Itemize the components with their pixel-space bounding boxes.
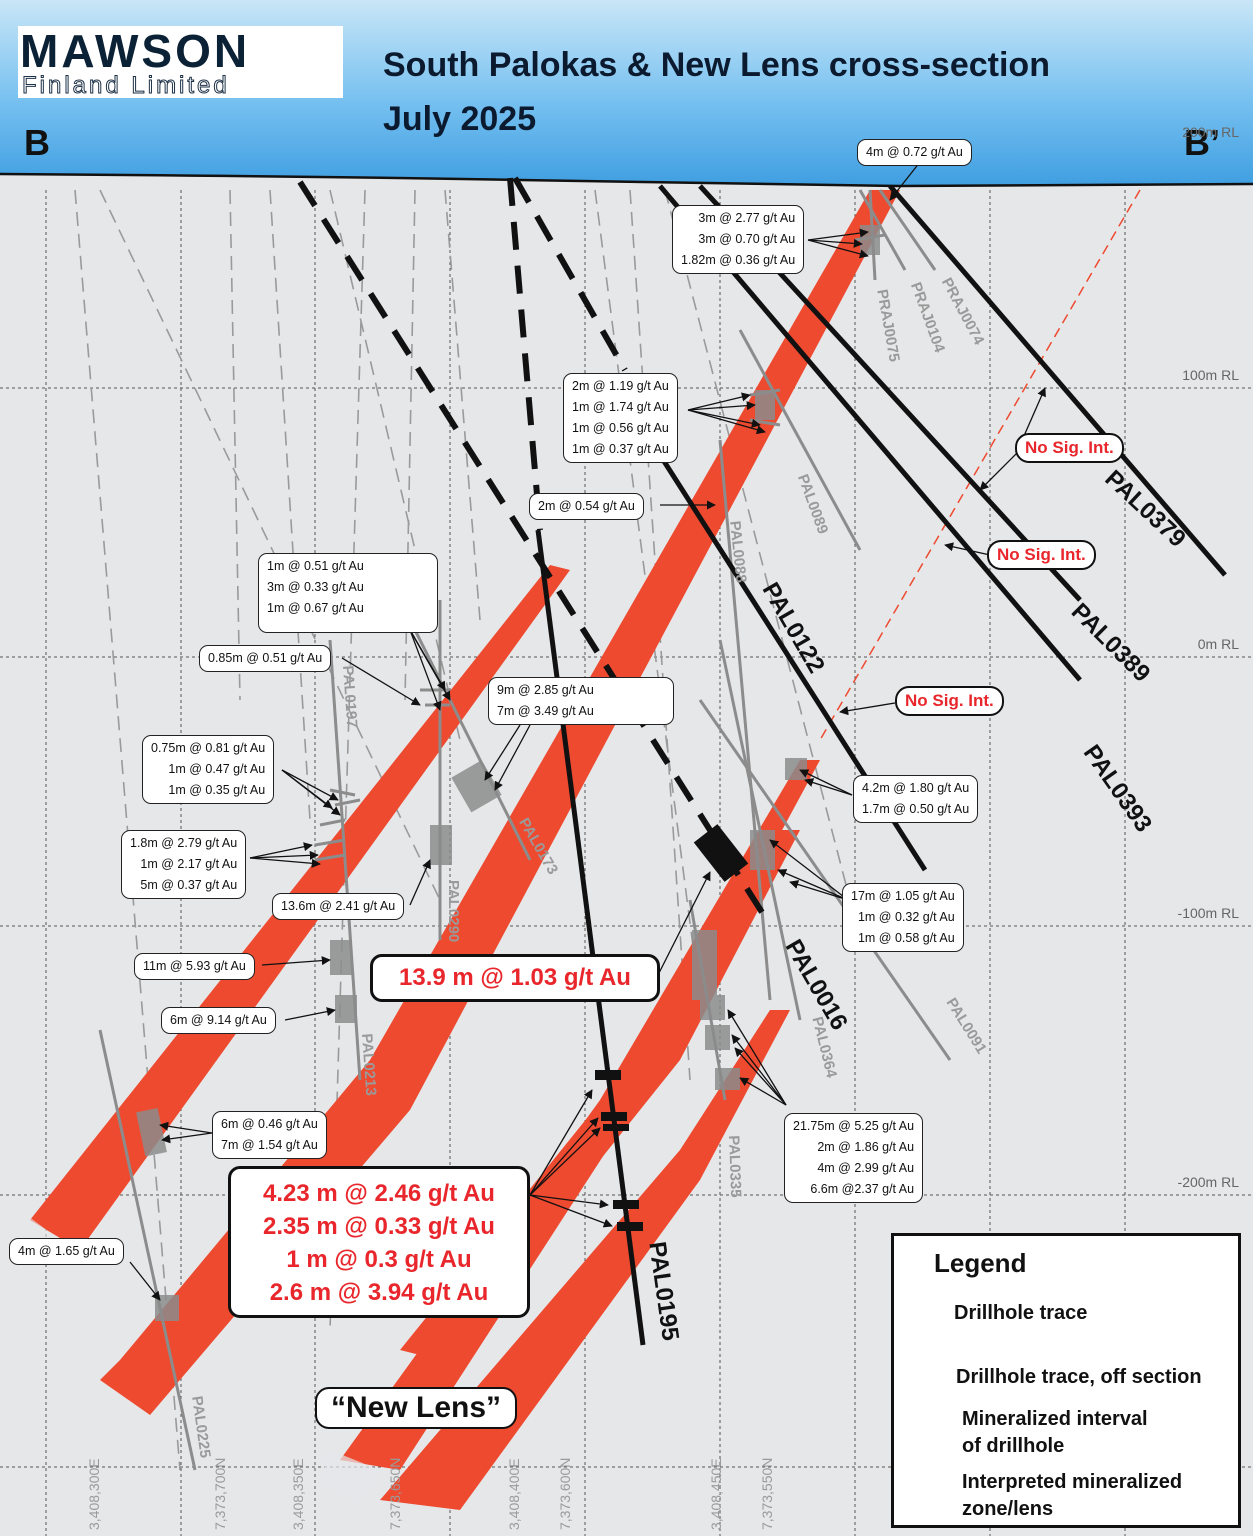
no-sig-int-label: No Sig. Int. bbox=[1015, 433, 1124, 463]
hole-label-pal0290: PAL0290 bbox=[445, 880, 462, 943]
grey-intervals bbox=[136, 225, 880, 1321]
logo-main: MAWSON bbox=[20, 25, 251, 77]
coord-label: 7,373,650N bbox=[387, 1457, 403, 1530]
rl-label-minus100: -100m RL bbox=[1177, 905, 1239, 921]
legend: Legend Drillhole trace Drillhole trace, … bbox=[891, 1233, 1241, 1528]
rl-label-minus200: -200m RL bbox=[1177, 1174, 1239, 1190]
legend-item-offsection: Drillhole trace, off section bbox=[956, 1366, 1202, 1388]
rl-label-0: 0m RL bbox=[1197, 636, 1239, 652]
section-end-label: B’ bbox=[1184, 122, 1220, 163]
legend-item-interval-2: of drillhole bbox=[962, 1435, 1065, 1457]
legend-item-zone-2: zone/lens bbox=[962, 1498, 1054, 1520]
coord-label: 3,408,450E bbox=[708, 1458, 724, 1530]
title-line-1: South Palokas & New Lens cross-section bbox=[383, 46, 1050, 84]
company-logo: MAWSON Finland Limited bbox=[18, 25, 343, 100]
rl-label-200: 200m RL bbox=[1182, 124, 1239, 140]
legend-item-zone-1: Interpreted mineralized bbox=[962, 1471, 1183, 1493]
coord-label: 3,408,300E bbox=[86, 1458, 102, 1530]
hole-label-pal0335: PAL0335 bbox=[725, 1135, 745, 1198]
projected-trace bbox=[819, 189, 1141, 741]
highlight-intercepts-pal0195: 4.23 m @ 2.46 g/t Au 2.35 m @ 0.33 g/t A… bbox=[228, 1166, 530, 1318]
intercept-box: 13.6m @ 2.41 g/t Au bbox=[272, 893, 405, 920]
zone-west-main bbox=[100, 190, 900, 1415]
coord-label: 7,373,600N bbox=[557, 1457, 573, 1530]
zone-east-b bbox=[380, 1010, 790, 1510]
highlight-intercept: 13.9 m @ 1.03 g/t Au bbox=[370, 954, 660, 1002]
title-line-2: July 2025 bbox=[383, 100, 537, 138]
leader-lines bbox=[129, 161, 1046, 1301]
legend-item-interval-1: Mineralized interval bbox=[962, 1408, 1148, 1430]
coord-label: 7,373,550N bbox=[759, 1457, 775, 1530]
coord-label: 3,408,350E bbox=[290, 1458, 306, 1530]
rl-label-100: 100m RL bbox=[1182, 367, 1239, 383]
section-start-label: B bbox=[24, 122, 50, 163]
new-lens-label: “New Lens” bbox=[315, 1387, 518, 1429]
logo-sub: Finland Limited bbox=[22, 72, 230, 100]
intercept-box: 11m @ 5.93 g/t Au bbox=[134, 953, 255, 980]
legend-item-drillhole: Drillhole trace bbox=[954, 1302, 1088, 1324]
legend-title: Legend bbox=[934, 1248, 1027, 1278]
no-sig-int-label: No Sig. Int. bbox=[895, 686, 1004, 716]
intercept-box: 4m @ 1.65 g/t Au bbox=[9, 1238, 124, 1265]
coord-label: 7,373,700N bbox=[212, 1457, 228, 1530]
intercept-box: 4m @ 0.72 g/t Au bbox=[857, 139, 972, 166]
no-sig-int-label: No Sig. Int. bbox=[987, 540, 1096, 570]
coord-label: 3,408,400E bbox=[506, 1458, 522, 1530]
intercept-box: 6m @ 9.14 g/t Au bbox=[161, 1007, 276, 1034]
main-dashed-traces bbox=[297, 176, 773, 927]
intercept-box: 2m @ 0.54 g/t Au bbox=[529, 493, 644, 520]
intercept-box: 0.85m @ 0.51 g/t Au bbox=[199, 645, 332, 672]
drill-intervals bbox=[595, 824, 749, 1231]
